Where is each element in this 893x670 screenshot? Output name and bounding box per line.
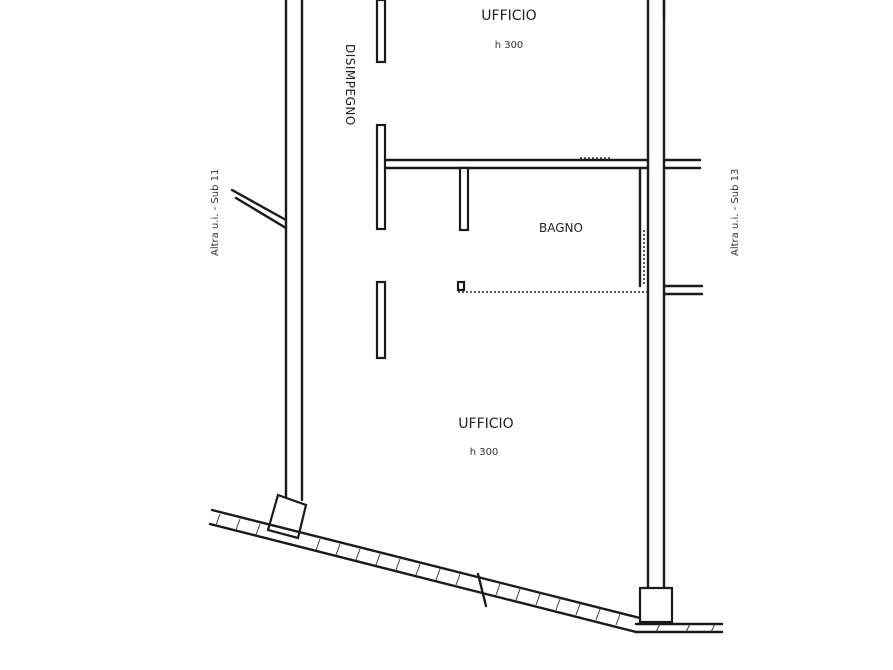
- left-wall: [230, 0, 308, 540]
- storage-label: DISIMPEGNO: [343, 44, 357, 126]
- bottom-office-name: UFFICIO: [458, 416, 513, 432]
- bottom-exterior-wall: [208, 508, 724, 634]
- bathroom-name: BAGNO: [539, 221, 583, 235]
- top-office-name: UFFICIO: [481, 8, 536, 24]
- left-neighbour-label: Altra u.i. - Sub 11: [210, 169, 221, 256]
- right-wall: [638, 0, 704, 624]
- inner-partitions: [375, 0, 650, 360]
- bottom-office-height: h 300: [470, 447, 499, 458]
- top-office-height: h 300: [495, 40, 524, 51]
- right-neighbour-label: Altra u.i. - Sub 13: [730, 169, 741, 256]
